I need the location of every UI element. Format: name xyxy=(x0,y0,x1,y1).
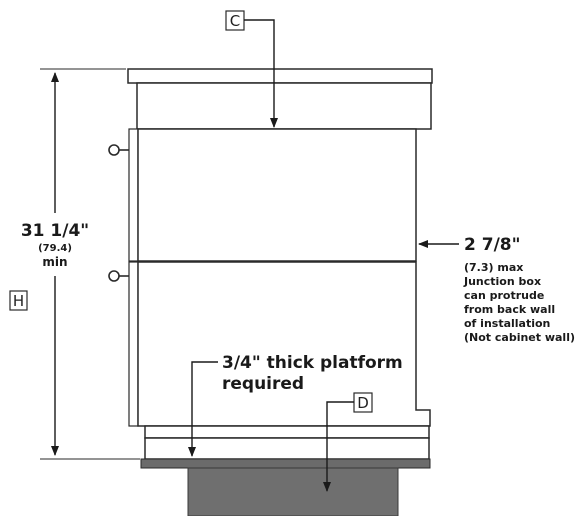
floor-block xyxy=(187,467,399,516)
lower-drawer-body xyxy=(137,261,431,427)
callout-h-box xyxy=(9,290,28,311)
callout-c-leader xyxy=(244,19,278,128)
platform xyxy=(140,458,431,469)
callout-d-leader xyxy=(323,401,354,492)
platform-label-line2: required xyxy=(222,374,304,394)
junction-box-note-line: (Not cabinet wall) xyxy=(464,331,575,344)
height-value: 31 1/4" xyxy=(21,221,89,241)
countertop xyxy=(127,68,433,84)
upper-handle-icon xyxy=(108,144,129,156)
junction-box-note-line: can protrude xyxy=(464,289,544,302)
top-housing xyxy=(136,82,432,130)
junction-box-note-line: (7.3) max xyxy=(464,261,523,274)
junction-box-note-line: from back wall xyxy=(464,303,555,316)
callout-d-letter: D xyxy=(357,394,369,412)
upper-drawer-body xyxy=(137,128,417,262)
lower-handle-icon xyxy=(108,270,129,282)
base-section xyxy=(144,425,430,439)
callout-c-letter: C xyxy=(230,12,240,30)
upper-drawer-front xyxy=(128,128,139,262)
junction-box-note-line: Junction box xyxy=(463,275,541,288)
height-metric: (79.4) xyxy=(38,243,72,254)
junction-box-note-line: of installation xyxy=(464,317,550,330)
lower-drawer-front xyxy=(128,261,139,427)
height-qualifier: min xyxy=(42,255,67,269)
platform-label-line1: 3/4" thick platform xyxy=(222,353,403,373)
junction-box-note: (7.3) max Junction box can protrude from… xyxy=(463,261,575,344)
toe-kick xyxy=(144,437,430,460)
callout-h-letter: H xyxy=(13,292,24,310)
junction-box-value: 2 7/8" xyxy=(464,235,520,255)
platform-leader xyxy=(188,361,218,457)
